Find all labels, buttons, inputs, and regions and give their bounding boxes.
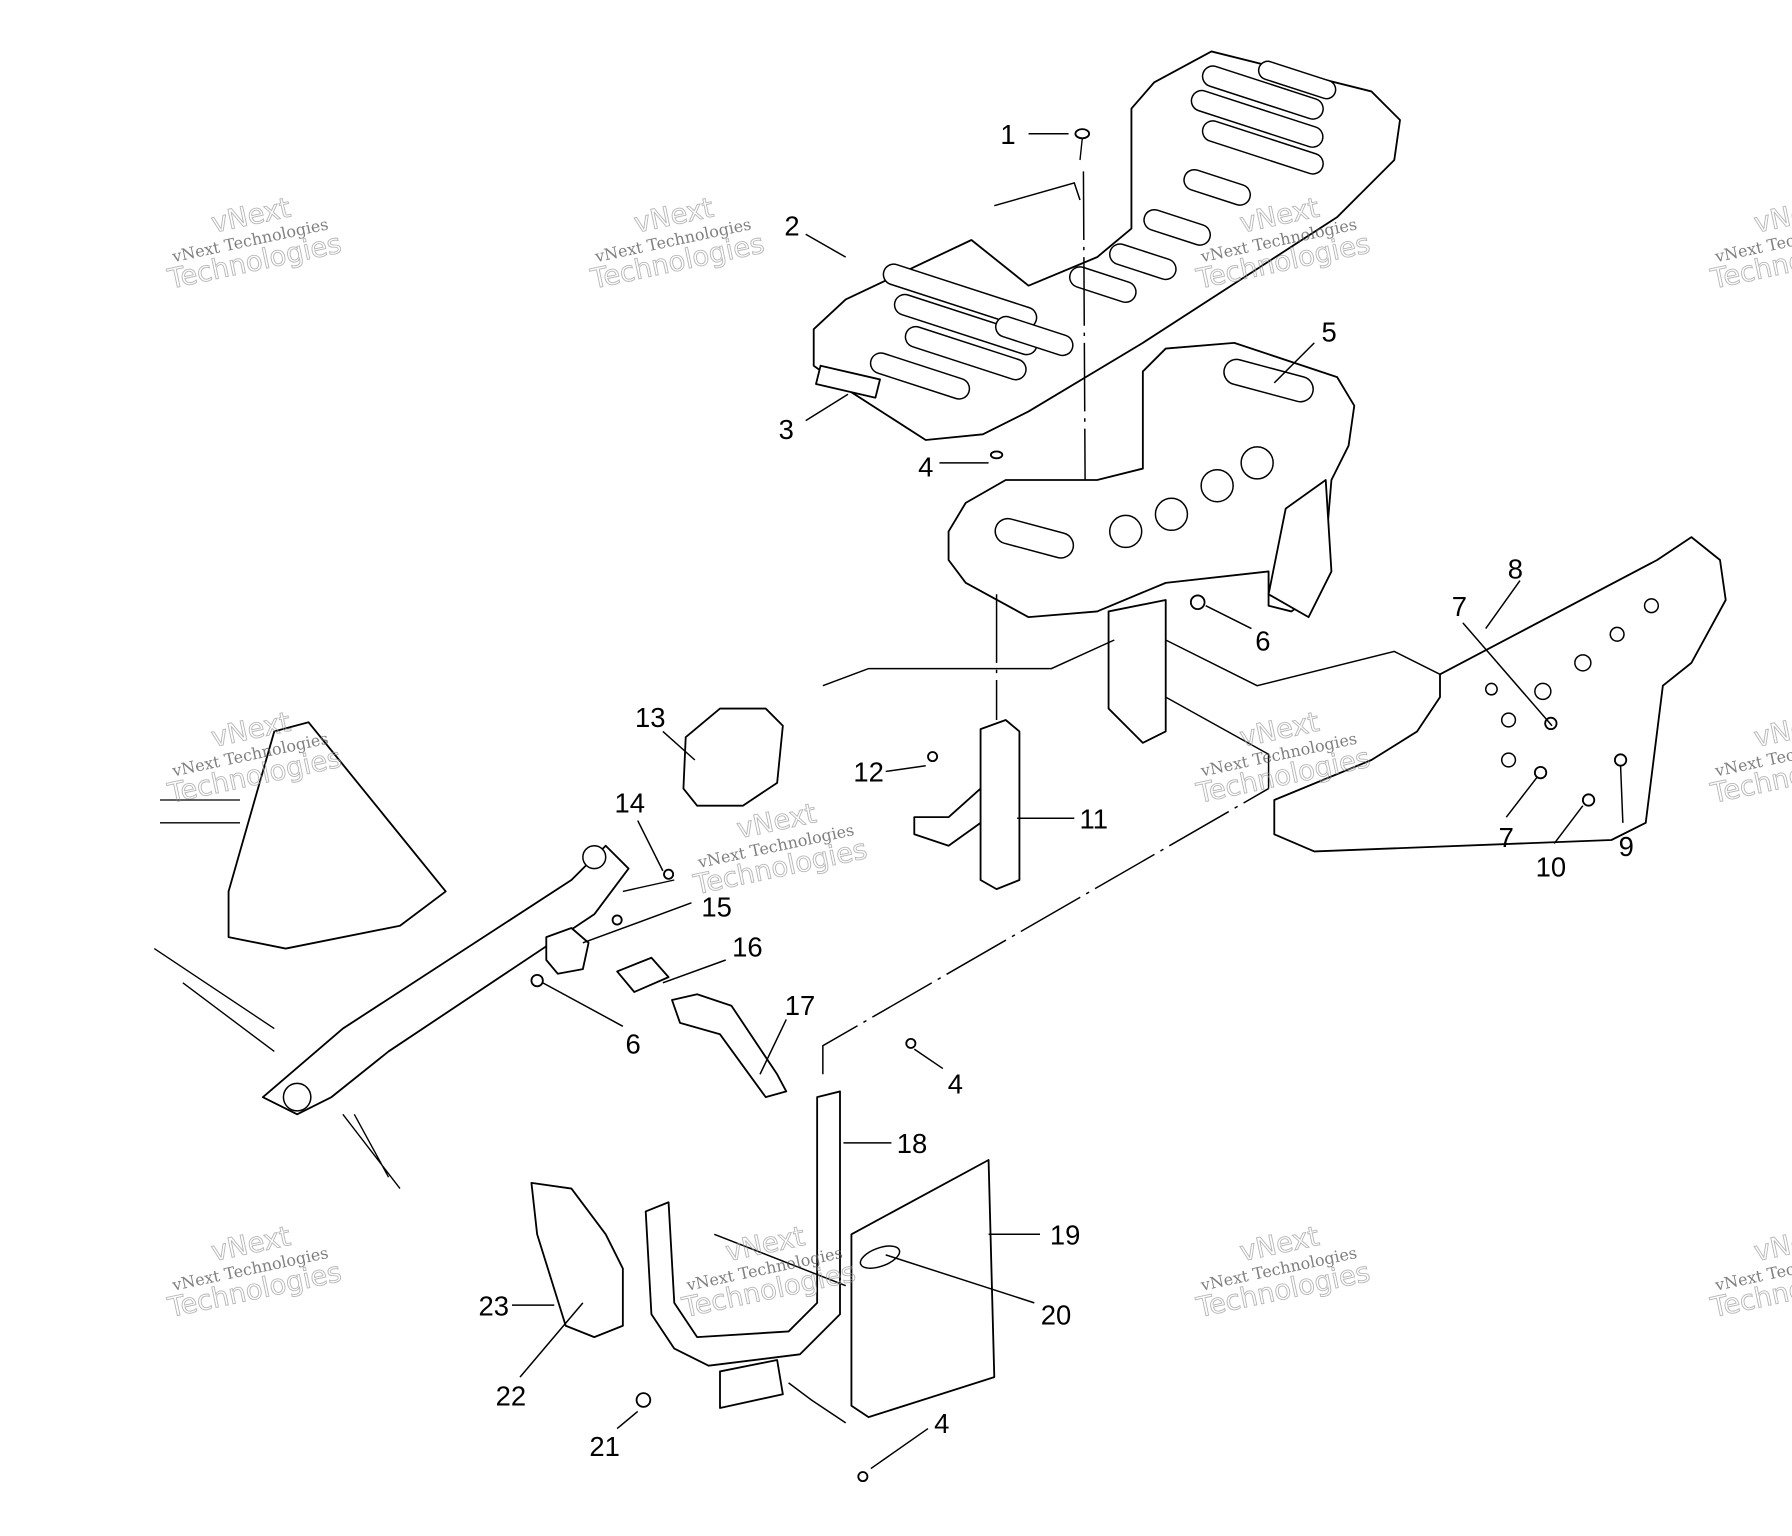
- leader-line: [1205, 605, 1252, 630]
- hitch-tube: [671, 993, 788, 1099]
- leader-line: [519, 1302, 584, 1378]
- leader-line: [637, 820, 664, 872]
- callout-4: 4: [918, 452, 933, 483]
- callout-23: 23: [478, 1290, 508, 1321]
- hitch-bolt: [622, 879, 675, 893]
- mud-flap: [850, 1159, 996, 1419]
- callout-leaders: [512, 132, 1624, 1470]
- callout-4: 4: [934, 1408, 949, 1439]
- callout-20: 20: [1041, 1300, 1071, 1331]
- leader-line: [1485, 580, 1521, 630]
- callout-13: 13: [635, 702, 665, 733]
- leader-line: [616, 1410, 639, 1430]
- callout-19: 19: [1050, 1220, 1080, 1251]
- tail-light: [682, 707, 784, 807]
- leader-line: [542, 982, 624, 1027]
- callout-7: 7: [1452, 591, 1467, 622]
- rear-guard: [644, 1090, 841, 1367]
- centerline: [822, 787, 1269, 1075]
- callout-3: 3: [779, 414, 794, 445]
- hitch-bracket: [913, 719, 1021, 891]
- leader-line: [1553, 805, 1584, 844]
- leader-line: [1273, 342, 1315, 384]
- mount-bracket: [719, 1359, 784, 1409]
- callout-11: 11: [1079, 804, 1107, 835]
- leader-line: [885, 1254, 1035, 1304]
- rear-bumper: [1273, 536, 1727, 853]
- callout-12: 12: [853, 757, 883, 788]
- spacer: [616, 956, 670, 993]
- callout-22: 22: [496, 1381, 526, 1412]
- leader-line: [714, 1233, 847, 1424]
- shackle: [545, 927, 590, 975]
- callout-15: 15: [701, 892, 731, 923]
- leader-line: [822, 639, 1115, 687]
- leader-line: [1505, 776, 1538, 818]
- leader-line: [805, 393, 849, 422]
- rack-support: [947, 341, 1356, 744]
- callout-17: 17: [785, 990, 815, 1021]
- hardware: [530, 450, 1628, 1483]
- leader-line: [1462, 622, 1553, 727]
- callout-6: 6: [1255, 625, 1270, 656]
- callout-2: 2: [784, 210, 799, 241]
- callout-6: 6: [626, 1029, 641, 1060]
- rear-rack: [812, 50, 1401, 441]
- mud-flap-slot: [859, 1245, 901, 1269]
- leader-line: [662, 730, 696, 761]
- leader-line: [870, 1427, 929, 1470]
- callout-10: 10: [1536, 852, 1566, 883]
- callout-18: 18: [897, 1128, 927, 1159]
- leader-line: [582, 902, 692, 944]
- leader-line: [759, 1019, 787, 1075]
- leader-line: [1165, 639, 1441, 687]
- leader-line: [885, 764, 926, 773]
- rack-slots: [869, 60, 1337, 400]
- callout-4: 4: [948, 1069, 963, 1100]
- callout-21: 21: [589, 1431, 619, 1462]
- side-plate: [530, 1181, 624, 1339]
- leader-line: [994, 181, 1081, 207]
- leader-line: [1165, 696, 1270, 789]
- callout-1: 1: [1000, 119, 1015, 150]
- callout-7: 7: [1499, 822, 1514, 853]
- callout-14: 14: [614, 788, 644, 819]
- leader-line: [913, 1048, 944, 1070]
- reflector: [815, 364, 881, 399]
- callout-8: 8: [1508, 553, 1523, 584]
- callout-16: 16: [732, 932, 762, 963]
- bolt: [1074, 128, 1091, 161]
- callout-5: 5: [1322, 317, 1337, 348]
- leader-line: [1619, 765, 1624, 823]
- callout-9: 9: [1619, 831, 1634, 862]
- leader-line: [662, 959, 726, 984]
- leader-line: [805, 233, 847, 258]
- vehicle-frame: [153, 721, 630, 1189]
